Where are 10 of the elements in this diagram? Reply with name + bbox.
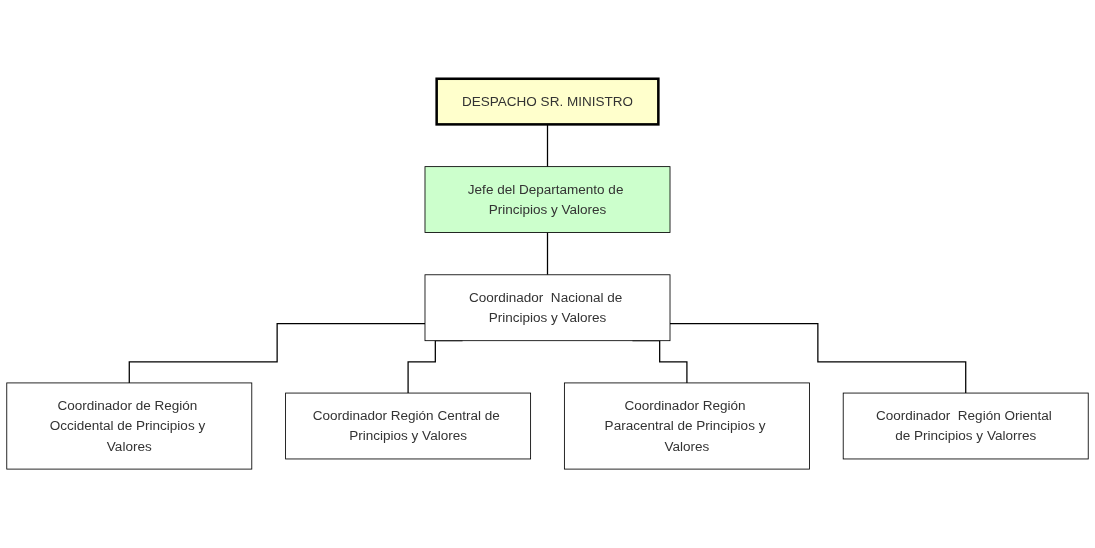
- connector: [669, 323, 967, 394]
- node-box: Coordinador Región Central de Principios y Valores: [285, 392, 531, 460]
- connector: [546, 231, 549, 276]
- node-box: DESPACHO SR. MINISTRO: [435, 77, 660, 126]
- node-box: Coordinador Región Oriental de Principios y Valorres: [842, 392, 1089, 460]
- node-box: Coordinador Región Paracentral de Principios y Valores: [564, 382, 810, 470]
- node-box: Jefe del Departamento de Principios y Valores: [424, 166, 671, 233]
- node-box: Coordinador Nacional de Principios y Valores: [424, 274, 671, 342]
- connector: [128, 323, 426, 384]
- node-box: Coordinador de Región Occidental de Principios y Valores: [6, 382, 253, 470]
